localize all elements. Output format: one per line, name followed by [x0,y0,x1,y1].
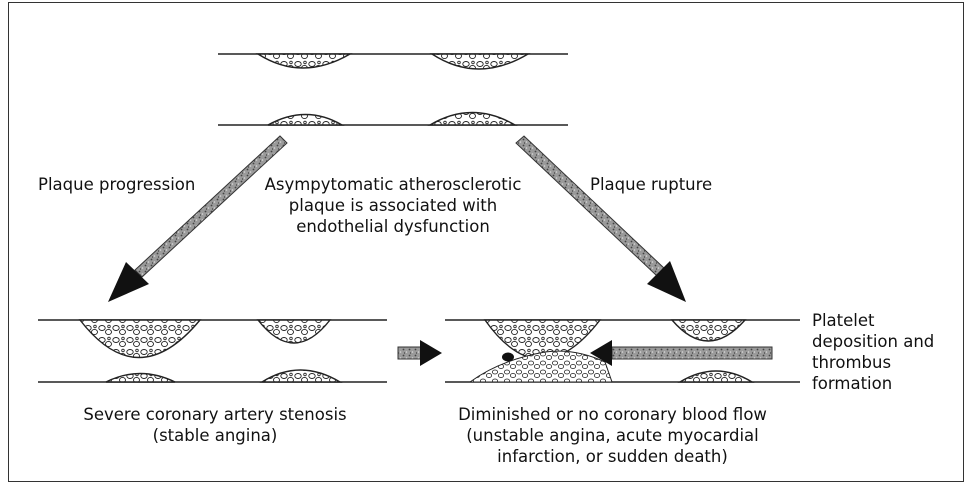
plaque-top-right-upper [432,54,528,69]
arrow-stenosis-to-occlusion [398,340,442,366]
plaque-stenosis-right-lower [262,370,340,382]
plaque-stenosis-left-lower [106,374,175,383]
plaque-top-left-upper [258,54,350,68]
plaque-top-left-lower [268,115,342,126]
plaque-stenosis-left-upper [80,320,200,358]
platelet-deposition-label: Platelet deposition and thrombus formati… [812,310,934,394]
severe-stenosis-label: Severe coronary artery stenosis (stable … [70,404,360,446]
plaque-stenosis-right-upper [258,320,330,343]
asymptomatic-plaque-label: Asympytomatic atherosclerotic plaque is … [258,174,528,237]
arrow-platelet-deposition [590,340,772,366]
plaque-top-right-lower [430,113,515,126]
plaque-progression-label: Plaque progression [38,174,195,195]
thrombus [470,351,612,382]
stenosis-vessel [38,320,387,382]
top-vessel [218,54,568,125]
diminished-flow-label: Diminished or no coronary blood flow (un… [440,404,785,467]
plaque-rupture-right-upper [672,320,745,341]
plaque-rupture-label: Plaque rupture [590,174,712,195]
platelet-dot [502,353,514,362]
arrow-plaque-rupture [516,136,686,302]
plaque-rupture-right-lower [680,371,752,382]
